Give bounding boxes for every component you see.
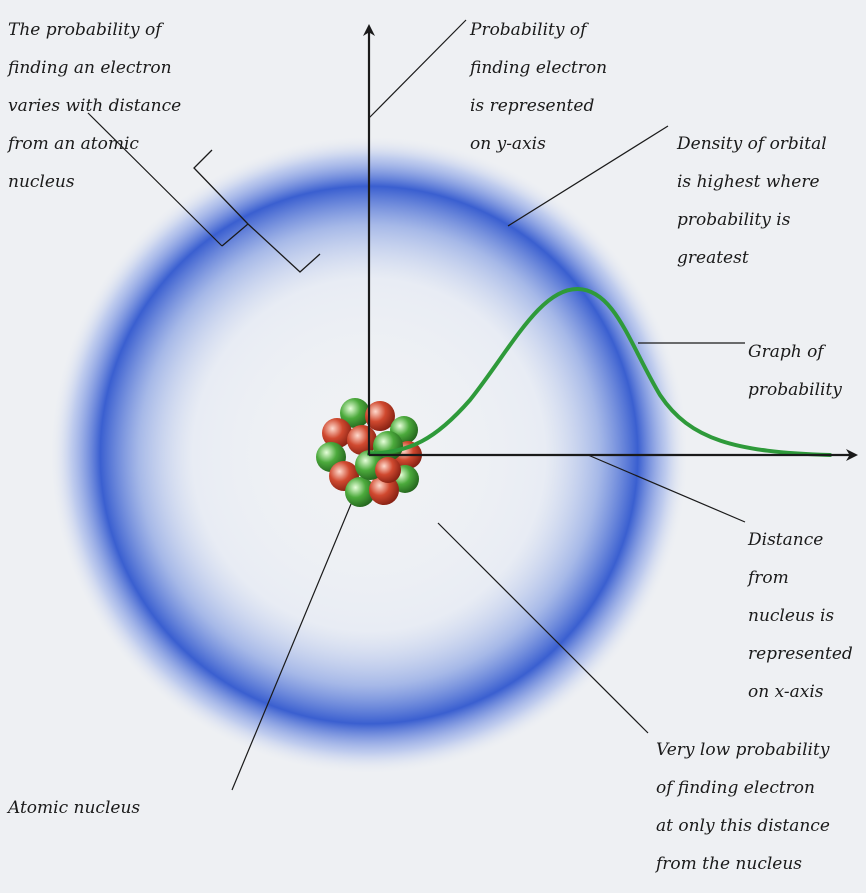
leader-probability-varies xyxy=(87,112,223,247)
orbital-diagram xyxy=(51,19,858,791)
label-atomic-nucleus: Atomic nucleus xyxy=(8,798,141,818)
proton-sphere xyxy=(365,401,395,431)
distance-bracket xyxy=(193,149,321,273)
neutron-sphere xyxy=(340,398,370,428)
label-low-probability: Very low probability of finding electron… xyxy=(656,740,830,874)
label-density: Density of orbital is highest where prob… xyxy=(677,134,827,268)
leader-density xyxy=(507,125,669,227)
neutron-sphere xyxy=(345,477,375,507)
label-y-axis: Probability of finding electron is repre… xyxy=(470,20,608,154)
leader-x-axis xyxy=(587,454,746,523)
label-probability-varies: The probability of finding an electron v… xyxy=(8,20,182,192)
label-graph: Graph of probability xyxy=(748,342,842,400)
label-x-axis: Distance from nucleus is represented on … xyxy=(748,530,853,702)
leader-nucleus xyxy=(231,479,362,791)
leader-y-axis xyxy=(368,19,467,119)
leader-low-probability xyxy=(437,522,649,734)
proton-sphere xyxy=(375,457,401,483)
probability-curve xyxy=(367,286,832,457)
proton-sphere xyxy=(322,418,352,448)
